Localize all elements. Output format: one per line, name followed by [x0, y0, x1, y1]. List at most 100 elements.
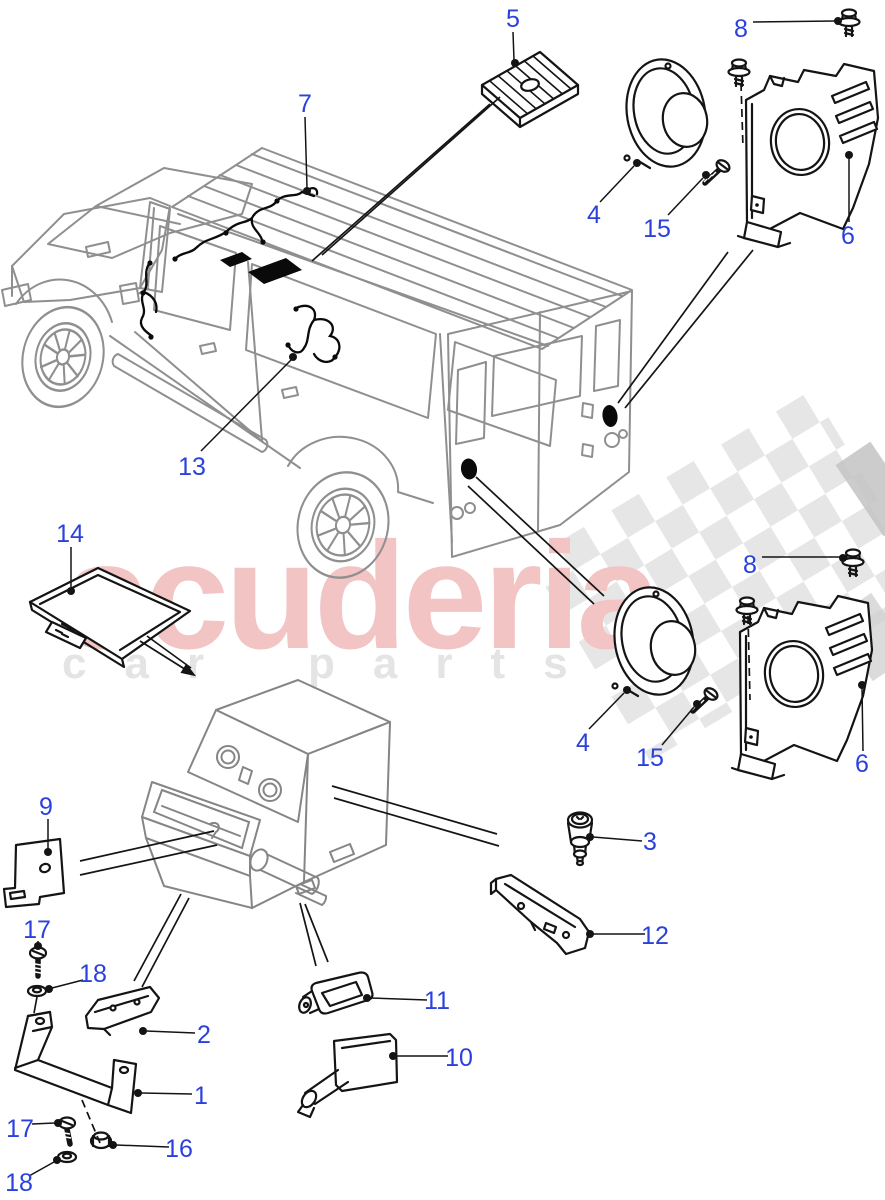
pointer-line — [33, 996, 38, 1014]
rear-speaker-hole-upper — [602, 405, 618, 427]
pointer-line — [333, 797, 500, 847]
part-9-bracket — [2, 837, 66, 909]
pointer-line — [617, 251, 729, 404]
callout-dot-13 — [289, 353, 297, 361]
callout-leader-8-upper — [752, 20, 836, 23]
callout-label-18-lower[interactable]: 18 — [5, 1169, 33, 1197]
callout-dot-8-upper — [834, 17, 842, 25]
callout-label-15-upper[interactable]: 15 — [643, 215, 671, 243]
middle-side-window — [245, 263, 437, 419]
rocker-line — [109, 331, 301, 469]
callout-dot-11 — [363, 994, 371, 1002]
callout-label-16[interactable]: 16 — [165, 1135, 193, 1163]
door-split-lines — [247, 261, 453, 543]
callout-label-6-lower[interactable]: 6 — [855, 750, 869, 778]
pointer-arrowhead — [180, 663, 197, 677]
callout-label-5[interactable]: 5 — [506, 5, 520, 33]
callout-label-2[interactable]: 2 — [197, 1021, 211, 1049]
callout-dot-17-lower — [54, 1119, 62, 1127]
hood — [11, 197, 171, 303]
center-console — [141, 679, 391, 910]
part-8-fastener — [727, 58, 751, 88]
console-ashtray-lever — [209, 822, 220, 839]
dash-wiring-harness — [139, 252, 302, 340]
callout-label-4-upper[interactable]: 4 — [587, 201, 601, 229]
callout-dot-7 — [303, 187, 311, 195]
part-18-washer-lower — [56, 1150, 78, 1164]
callout-label-14[interactable]: 14 — [56, 520, 84, 548]
pointer-line — [331, 785, 498, 835]
callout-leader-4-upper — [599, 165, 635, 203]
callout-leader-4-lower — [588, 692, 625, 730]
callout-dot-14 — [67, 587, 75, 595]
callout-label-8-lower[interactable]: 8 — [743, 551, 757, 579]
part-18-washer-upper — [26, 984, 48, 998]
callout-label-17-upper[interactable]: 17 — [23, 916, 51, 944]
callout-dot-4-upper — [633, 159, 641, 167]
callout-label-6-upper[interactable]: 6 — [841, 222, 855, 250]
part-4-speaker-lower — [605, 579, 703, 703]
front-wheel — [21, 305, 105, 409]
callout-leader-2 — [145, 1030, 196, 1034]
callout-label-11[interactable]: 11 — [424, 987, 450, 1015]
callout-label-3[interactable]: 3 — [643, 828, 657, 856]
front-wheel-arch — [15, 278, 113, 323]
callout-leader-18-lower — [28, 1161, 55, 1177]
callout-label-10[interactable]: 10 — [445, 1044, 473, 1072]
callout-label-8-upper[interactable]: 8 — [734, 15, 748, 43]
vehicle-illustration — [1, 147, 633, 579]
part-17-screw-upper — [28, 946, 48, 979]
pointer-line — [747, 615, 751, 701]
callout-dot-18-upper — [45, 985, 53, 993]
callout-dot-16 — [109, 1141, 117, 1149]
callout-dot-4-lower — [623, 686, 631, 694]
callout-label-7[interactable]: 7 — [298, 90, 312, 118]
rear-panel — [447, 290, 633, 558]
callout-label-15-lower[interactable]: 15 — [636, 744, 664, 772]
pointer-line — [304, 903, 329, 963]
rear-door-window-right — [593, 319, 621, 392]
pointer-line — [321, 96, 501, 256]
callout-label-9[interactable]: 9 — [39, 793, 53, 821]
pointer-line — [141, 897, 190, 988]
callout-label-12[interactable]: 12 — [641, 922, 669, 950]
roof-ribs — [187, 153, 623, 339]
part-16-nut — [89, 1131, 113, 1150]
pointer-line — [299, 902, 317, 967]
callout-dot-15-upper — [702, 171, 710, 179]
callout-dot-3 — [586, 833, 594, 841]
front-door-window — [153, 225, 237, 331]
callout-label-13[interactable]: 13 — [178, 453, 206, 481]
part-12-bracket — [489, 873, 591, 956]
callout-label-1[interactable]: 1 — [194, 1082, 208, 1110]
part-6-speaker-enclosure-lower — [730, 594, 874, 781]
rear-quarter-window — [447, 341, 557, 447]
callout-dot-12 — [586, 930, 594, 938]
part-15-screw-upper — [702, 159, 731, 186]
callout-label-4-lower[interactable]: 4 — [576, 729, 590, 757]
part-4-speaker-upper — [623, 58, 709, 170]
bpillar-wiring-harness — [285, 304, 341, 364]
part-17-screw-lower — [57, 1116, 77, 1147]
part-6-speaker-enclosure-upper — [736, 62, 880, 249]
part-14-amplifier-panel — [28, 566, 192, 669]
rear-wheel-arch — [287, 435, 434, 504]
pointer-line — [311, 103, 491, 262]
part-8-fastener — [735, 596, 759, 626]
callout-label-17-lower[interactable]: 17 — [6, 1115, 34, 1143]
pointer-line — [79, 830, 215, 862]
callout-leader-6-lower — [861, 687, 864, 752]
soft-top-panel — [47, 167, 253, 259]
pointer-line — [79, 844, 218, 876]
callout-label-18-upper[interactable]: 18 — [79, 960, 107, 988]
rear-cab-window — [491, 335, 583, 417]
pointer-line — [81, 1099, 101, 1144]
pointer-line — [740, 82, 744, 149]
callout-dot-1 — [134, 1089, 142, 1097]
pointer-line — [467, 485, 595, 605]
callout-leader-15-lower — [661, 706, 695, 746]
watermark-brand-text: scuderia — [64, 511, 661, 681]
callout-dot-6-lower — [858, 681, 866, 689]
part-1-support-bracket — [13, 1010, 138, 1115]
